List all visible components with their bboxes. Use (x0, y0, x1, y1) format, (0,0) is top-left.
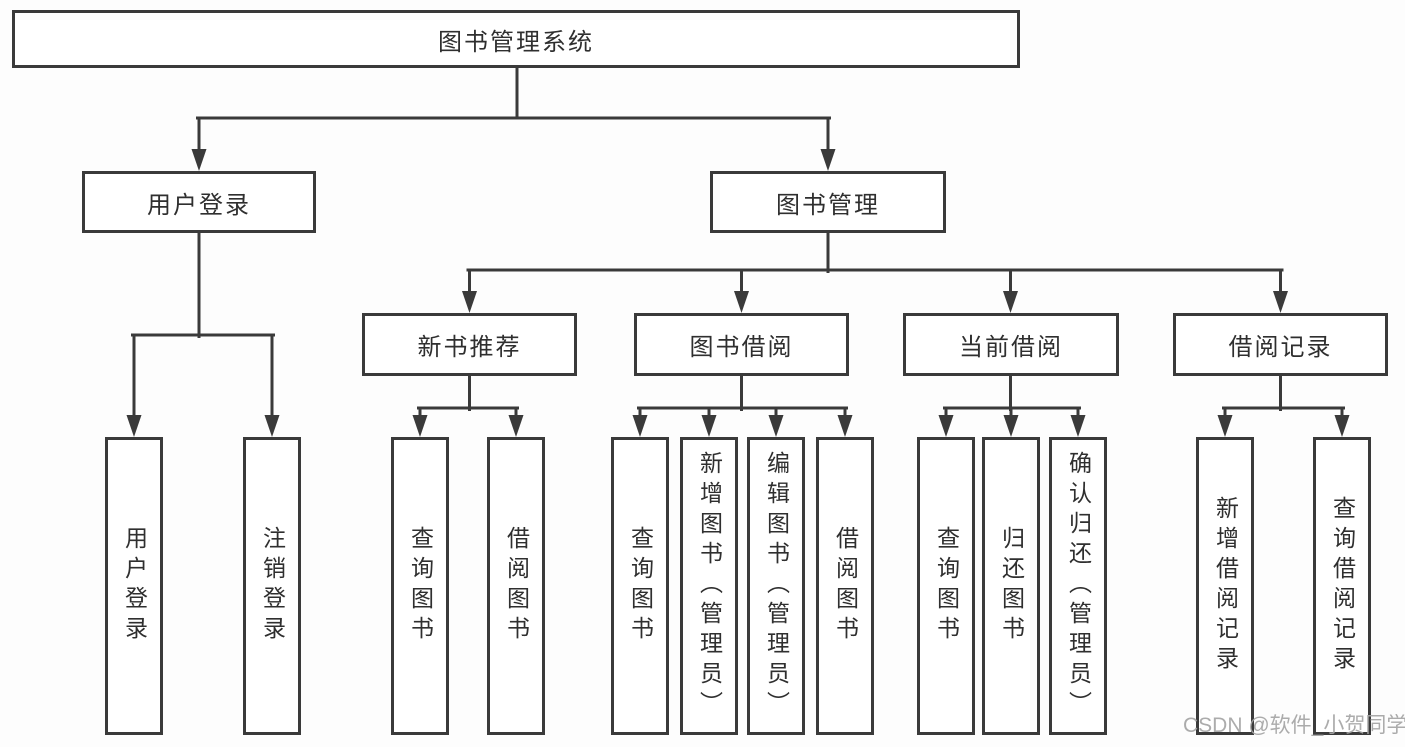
leaf-borrow-books: 借阅图书 (816, 437, 874, 735)
node-label: 图书管理系统 (438, 28, 594, 56)
node-label: 图书借阅 (689, 334, 794, 361)
leaf-edit-books-admin: 编辑图书（管理员） (747, 437, 805, 735)
leaf-label: 注销登录 (259, 526, 286, 646)
leaf-borrow-books-recommend: 借阅图书 (487, 437, 545, 735)
leaf-label: 查询图书 (933, 526, 960, 646)
leaf-label: 新增图书（管理员） (696, 451, 723, 721)
node-book-management: 图书管理 (710, 171, 946, 233)
leaf-label: 查询图书 (627, 526, 654, 646)
node-current-borrow: 当前借阅 (903, 313, 1119, 376)
leaf-confirm-return-admin: 确认归还（管理员） (1049, 437, 1107, 735)
leaf-add-borrow-record: 新增借阅记录 (1196, 437, 1254, 735)
arrowheads (126, 149, 1350, 437)
node-label: 图书管理 (776, 191, 880, 219)
leaf-label: 借阅图书 (832, 526, 859, 646)
node-borrow-records: 借阅记录 (1173, 313, 1388, 376)
leaf-logout: 注销登录 (243, 437, 301, 735)
csdn-watermark: CSDN @软件_小贺同学 (1183, 714, 1405, 737)
leaf-label: 归还图书 (998, 526, 1025, 646)
leaf-user-login: 用户登录 (105, 437, 163, 735)
leaf-label: 用户登录 (121, 526, 148, 646)
node-label: 借阅记录 (1228, 334, 1333, 361)
node-label: 用户登录 (147, 191, 251, 219)
leaf-label: 确认归还（管理员） (1065, 451, 1092, 721)
node-book-borrow: 图书借阅 (634, 313, 849, 376)
leaf-query-books-borrow: 查询图书 (611, 437, 669, 735)
leaf-label: 新增借阅记录 (1212, 496, 1239, 676)
leaf-query-books-current: 查询图书 (917, 437, 975, 735)
leaf-label: 借阅图书 (503, 526, 530, 646)
leaf-add-books-admin: 新增图书（管理员） (680, 437, 738, 735)
leaf-return-books: 归还图书 (982, 437, 1040, 735)
leaf-query-borrow-record: 查询借阅记录 (1313, 437, 1371, 735)
node-label: 当前借阅 (959, 334, 1063, 361)
leaf-label: 查询借阅记录 (1329, 496, 1356, 676)
leaf-query-books-recommend: 查询图书 (391, 437, 449, 735)
node-user-login: 用户登录 (82, 171, 316, 233)
leaf-label: 查询图书 (407, 526, 434, 646)
node-label: 新书推荐 (417, 334, 522, 361)
leaf-label: 编辑图书（管理员） (763, 451, 790, 721)
node-library-management-system: 图书管理系统 (12, 10, 1020, 68)
node-new-book-recommend: 新书推荐 (362, 313, 577, 376)
